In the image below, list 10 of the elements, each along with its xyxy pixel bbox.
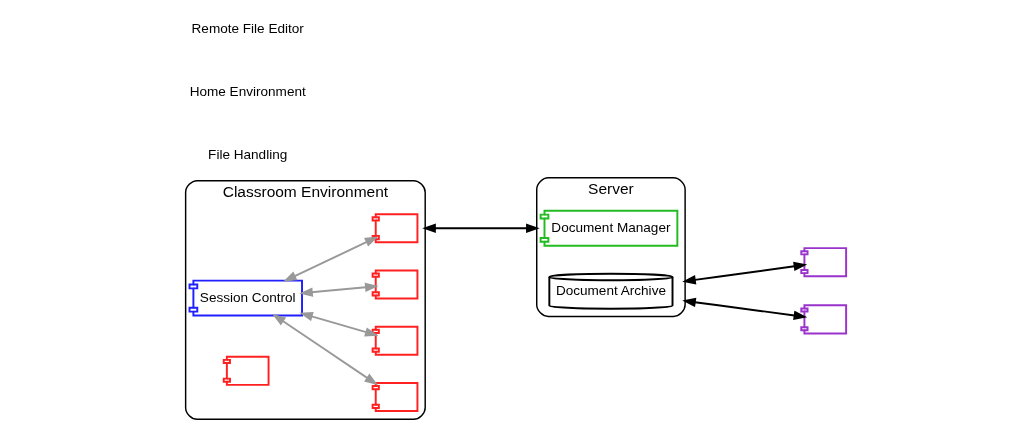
arrow: [421, 223, 540, 233]
arrow: [298, 282, 379, 297]
label: File Handling: [207, 147, 287, 163]
arrow: [271, 313, 378, 386]
label: Remote File Editor: [191, 20, 304, 36]
arrow: [298, 312, 378, 337]
arrow: [681, 297, 807, 321]
arrow: [282, 236, 378, 282]
arrow: [681, 261, 807, 285]
label: Home Environment: [189, 84, 306, 100]
